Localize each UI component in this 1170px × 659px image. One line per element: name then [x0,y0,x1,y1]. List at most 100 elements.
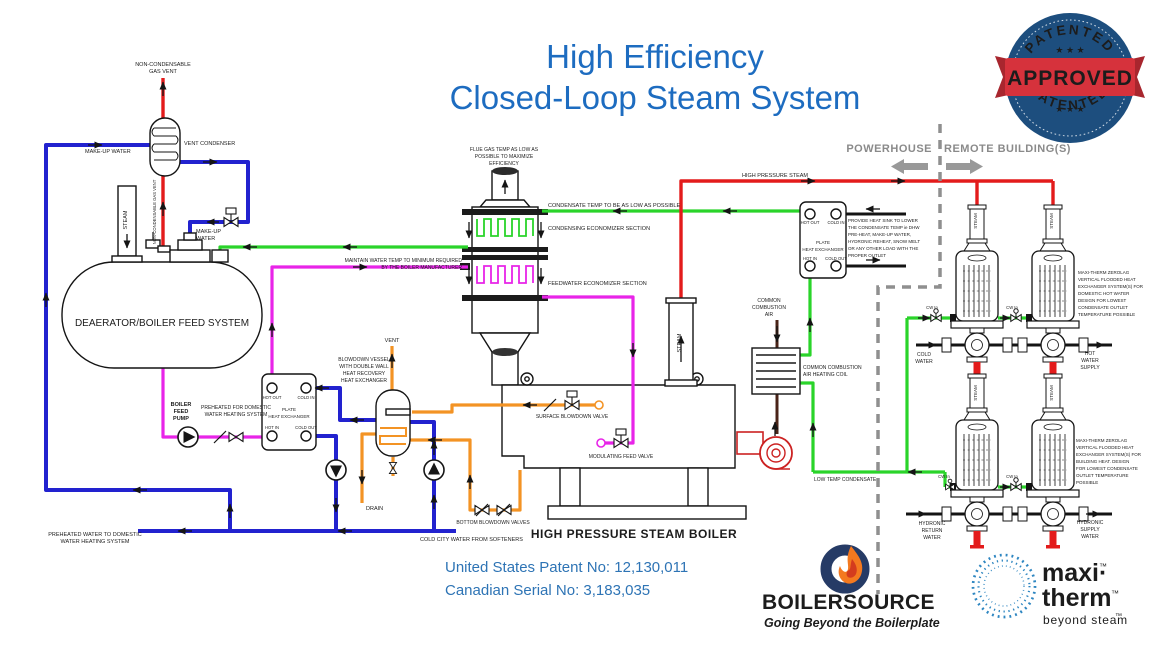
flow-arrows [42,81,1105,535]
label-vent: VENT [385,338,400,344]
label-maintain2: BY THE BOILER MANUFACTURER [381,265,462,271]
ribbon-band [1005,58,1135,96]
plate-hx-right [799,201,847,279]
combustion-fan [736,431,793,470]
label-cond-temp: CONDENSATE TEMP TO BE AS LOW AS POSSIBLE [548,203,680,209]
label-bdv3: HEAT RECOVERY [343,371,386,377]
label-phx-r2: HEAT EXCHANGER [802,247,844,252]
ca-serial: Canadian Serial No: 3,183,035 [445,582,651,599]
port-r-hot-in: HOT IN [803,256,817,261]
vertical-hx-array [941,204,1089,550]
maxitherm-tagline: beyond steam [1043,613,1128,627]
port-cold-in: COLD IN [298,395,315,400]
label-drain: DRAIN [366,506,383,512]
label-preb2: WATER HEATING SYSTEM [61,539,130,545]
diagram-labels: NON-CONDENSABLE GAS VENT VENT CONDENSER … [48,62,1144,545]
label-phx-l2: HEAT EXCHANGER [268,414,310,419]
label-steam-r2: STEAM [1049,213,1054,229]
combustion-air-coil [751,347,801,395]
port-r-hot-out: HOT OUT [801,220,820,225]
maxitherm-tm3: ™ [1115,613,1122,620]
label-phs2: THE CONDENSATE TEMP ie DHW [848,225,920,230]
label-cwin3: CW In [938,474,950,479]
label-cw1: COLD [917,352,931,358]
label-flue3: EFFICIENCY [489,161,519,167]
label-hw2: WATER [1081,358,1099,364]
plate-hx-left [261,373,317,451]
title-line2: Closed-Loop Steam System [449,79,861,116]
valve-handle [497,503,511,517]
zone-remote: REMOTE BUILDING(S) [944,143,1071,155]
label-hr3: WATER [923,535,941,541]
label-cwin1: CW In [926,305,938,310]
green-pipes [218,209,1032,489]
surface-check-valve [543,398,557,412]
circulation-pump-1 [325,459,347,481]
port-hot-in: HOT IN [265,425,279,430]
patented-approved-badge: PATENTED PATENTED ★ ★ ★ ★ ★ ★ APPROVED [995,13,1145,143]
label-mod-valve: MODULATING FEED VALVE [589,454,654,460]
zone-powerhouse: POWERHOUSE [846,143,932,155]
label-cca1: COMMON [757,298,781,304]
label-steam-da: STEAM [123,210,129,229]
label-mtb4: BUILDING HEAT. DESIGN [1076,459,1129,464]
label-flue2: POSSIBLE TO MAXIMIZE [475,154,534,160]
maxitherm-logo: maxi· ™ therm ™ beyond steam ™ [971,553,1128,627]
label-cold-city: COLD CITY WATER FROM SOFTENERS [420,537,523,543]
label-phs4: HYDRONIC REHEAT, SNOW MELT [848,239,920,244]
boiler-feed-pump [177,426,199,448]
label-mtb6: OUTLET TEMPERATURE [1076,473,1129,478]
boilersource-logo: BOILERSOURCE Going Beyond the Boilerplat… [762,544,940,630]
label-maintain1: MAINTAIN WATER TEMP TO MINIMUM REQUIRED [345,258,463,264]
deaerator-tank [61,185,263,369]
badge-stars-top: ★ ★ ★ [1055,45,1084,55]
maxitherm-tm1: ™ [1099,562,1107,571]
blowdown-port [594,400,604,410]
label-ncgv2: GAS VENT [149,69,177,75]
circulation-pump-2 [423,459,445,481]
label-makeup2b: WATER [196,236,215,242]
port-hot-out: HOT OUT [263,395,282,400]
label-deaerator: DEAERATOR/BOILER FEED SYSTEM [75,318,249,329]
label-phs5: OR ANY OTHER LOAD WITH THE [848,246,918,251]
vhx-dhw-1 [941,204,1013,381]
label-bfp3: PUMP [173,416,189,422]
label-steam-r4: STEAM [1049,385,1054,401]
label-hw1: HOT [1085,351,1096,357]
patent-info: United States Patent No: 12,130,011 Cana… [445,556,688,602]
label-make-up-water: MAKE-UP WATER [85,149,131,155]
label-surface-valve: SURFACE BLOWDOWN VALVE [536,414,609,420]
maxitherm-dotted-ring-icon [971,553,1037,619]
label-preheat1: PREHEATED FOR DOMESTIC [201,405,271,411]
label-coil2: AIR HEATING COIL [803,372,848,378]
zone-divider [876,124,942,594]
label-boiler: HIGH PRESSURE STEAM BOILER [531,527,737,541]
vent-condenser [149,117,181,177]
label-phs1: PROVIDE HEAT SINK TO LOWER [848,218,919,223]
label-steam-riser: STEAM [677,333,683,352]
vessel-drain-valve [388,461,398,475]
label-mtd4: DOMESTIC HOT WATER [1078,291,1130,296]
label-phx-l1: PLATE [282,407,296,412]
label-preheat2: WATER HEATING SYSTEM [205,412,268,418]
label-feed-econ: FEEDWATER ECONOMIZER SECTION [548,281,647,287]
label-mtb1: MAXI-THERM ZEROLAG [1076,438,1128,443]
label-mtd6: CONDENSATE OUTLET [1078,305,1128,310]
maxitherm-word1: maxi· [1042,559,1107,587]
label-mtb3: EXCHANGER SYSTEM(S) FOR [1076,452,1142,457]
label-bdv1: BLOWDOWN VESSEL [338,357,390,363]
label-bottom-valves: BOTTOM BLOWDOWN VALVES [456,520,530,526]
label-mtd5: DESIGN FOR LOWEST [1078,298,1127,303]
label-bdv2: WITH DOUBLE WALL [339,364,389,370]
label-cwin4: CW In [1006,474,1018,479]
label-phx-r1: PLATE [816,240,830,245]
label-hw3: SUPPLY [1080,365,1100,371]
label-mtb5: FOR LOWEST CONDENSATE [1076,466,1138,471]
label-mtd1: MAXI-THERM ZEROLAG [1078,270,1130,275]
label-mtd3: EXCHANGER SYSTEM(S) FOR [1078,284,1144,289]
check-valve [213,430,227,444]
label-cw2: WATER [915,359,933,365]
label-cca2: COMBUSTION [752,305,786,311]
